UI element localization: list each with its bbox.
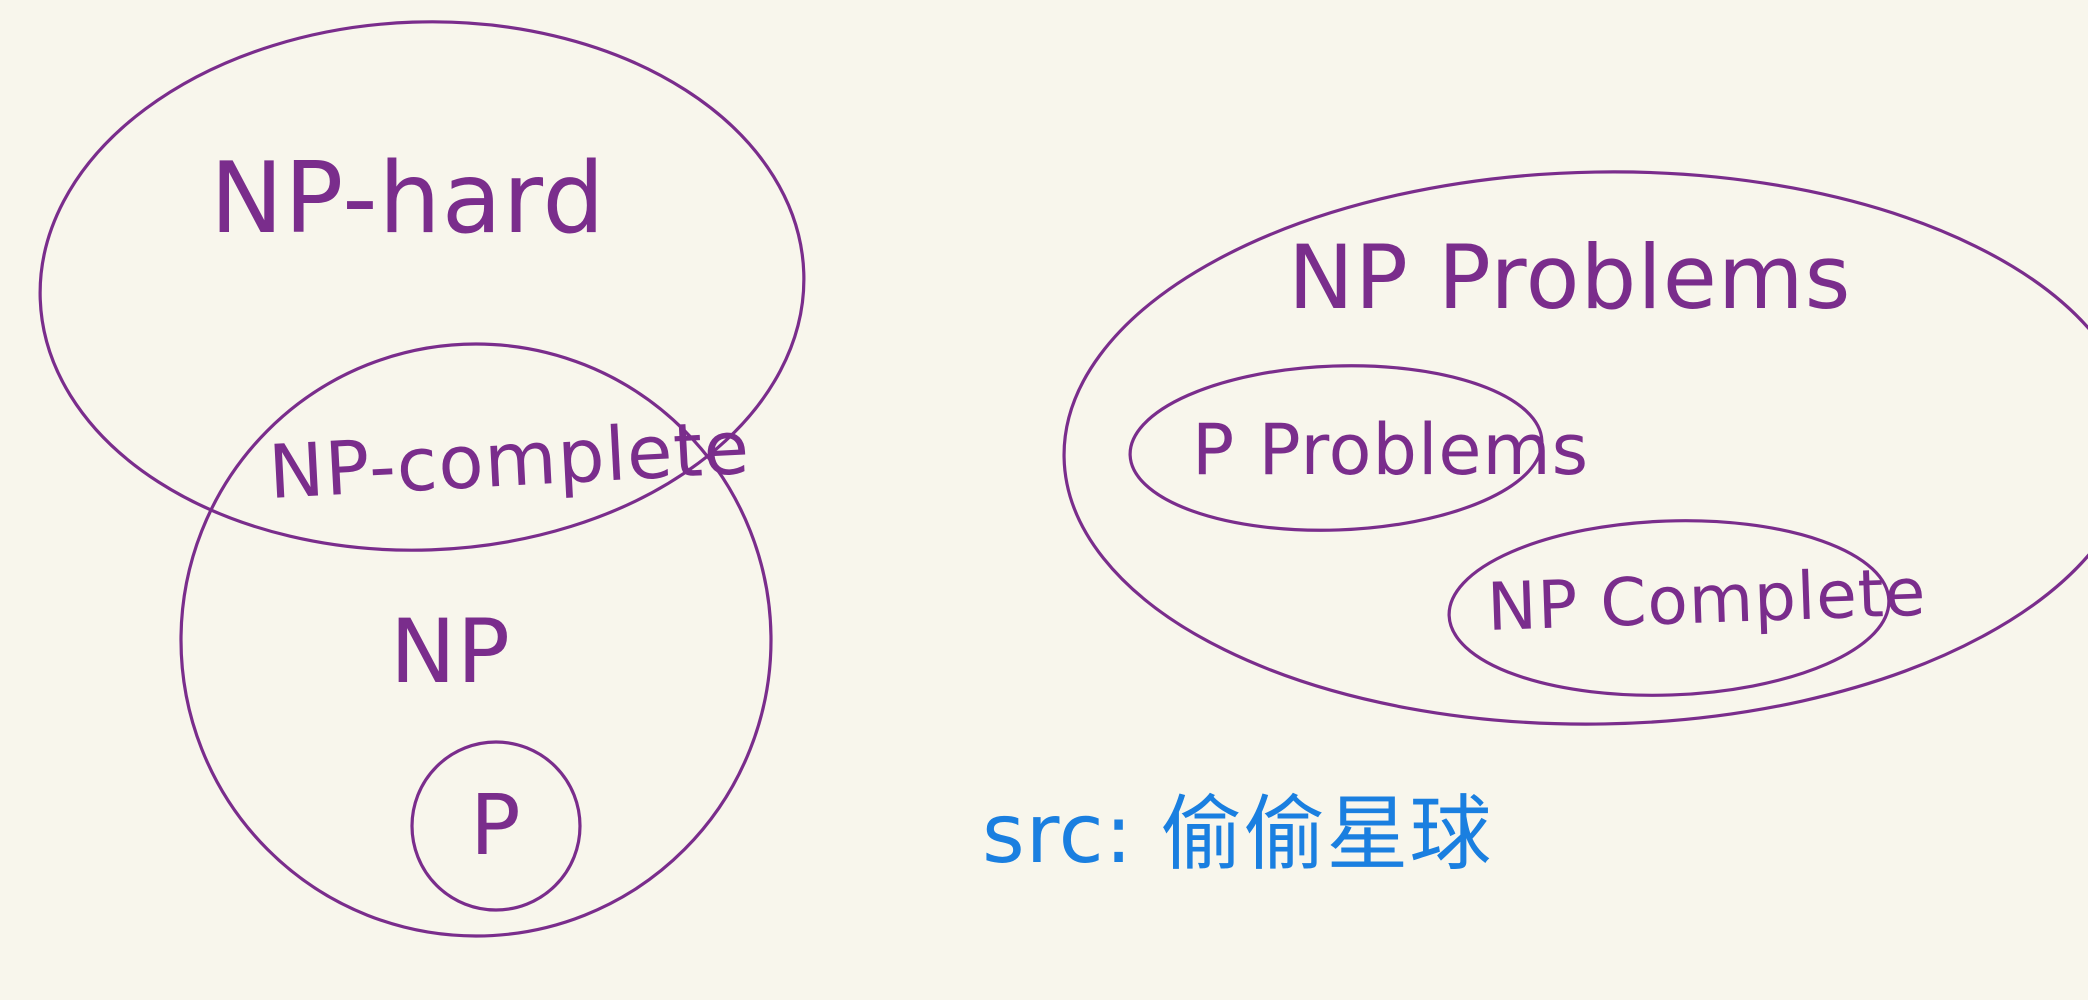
np-problems-ellipse (1062, 170, 2088, 726)
np-problems-label: NP Problems (1288, 226, 1852, 329)
np-hard-ellipse (38, 20, 806, 552)
p-problems-label: P Problems (1192, 409, 1589, 491)
p-label: P (470, 776, 522, 874)
p-problems-ellipse (1128, 364, 1544, 532)
p-circle (410, 740, 582, 912)
np-label: NP (390, 600, 511, 703)
np-complete-right-label: NP Complete (1486, 554, 1928, 646)
np-circle (179, 342, 773, 938)
np-complete-ellipse (1447, 519, 1891, 697)
np-hard-label: NP-hard (210, 142, 606, 256)
source-note: src: 偷偷星球 (982, 787, 1492, 882)
np-complete-left-label: NP-complete (266, 405, 752, 516)
